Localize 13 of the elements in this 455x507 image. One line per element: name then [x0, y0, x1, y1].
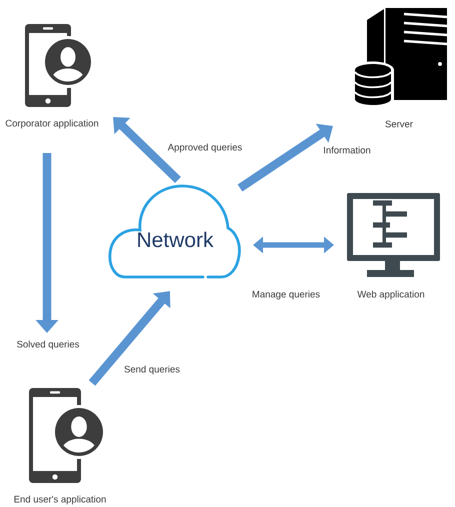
edge-label: Information	[324, 146, 370, 154]
cloud-node: Network	[108, 184, 241, 278]
arrow	[113, 117, 181, 184]
arrow	[88, 291, 170, 386]
edge-label: Send queries	[124, 366, 180, 374]
edge-label: Solved queries	[17, 340, 80, 350]
icon-label: Server	[385, 120, 413, 128]
arrow	[238, 124, 333, 192]
icon-label: End user's application	[14, 496, 106, 504]
icon-label: Corporator application	[6, 120, 98, 128]
edge-label: Manage queries	[252, 290, 320, 300]
edge-label: Approved queries	[168, 144, 242, 152]
icon-label: Web application	[357, 290, 424, 300]
